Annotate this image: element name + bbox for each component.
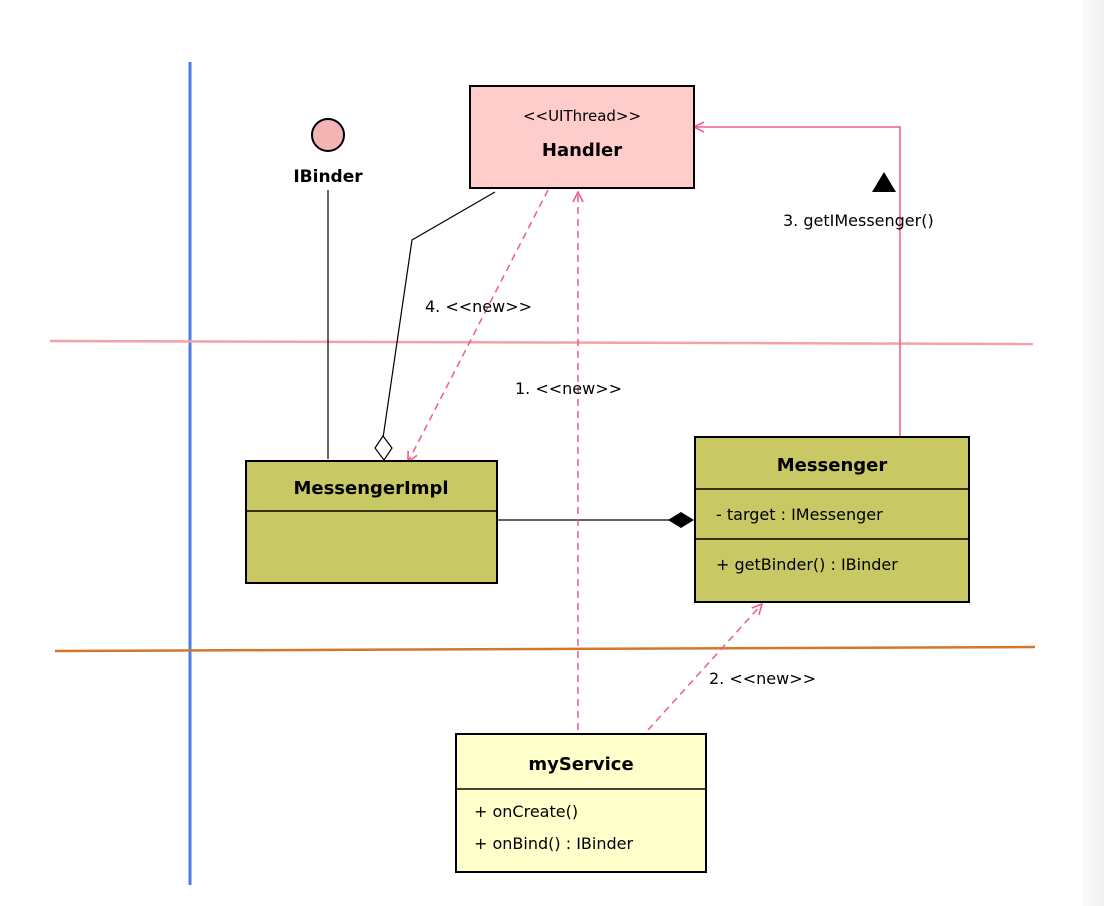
- composition-diamond: [668, 512, 694, 528]
- messenger-attribute: - target : IMessenger: [716, 505, 883, 524]
- messenger-operation: + getBinder() : IBinder: [716, 555, 898, 574]
- scroll-edge-shade: [1082, 0, 1104, 906]
- handler-stereotype: <<UIThread>>: [523, 107, 641, 125]
- dependency-arrow-4: [408, 189, 549, 462]
- dependency-arrow-2: [647, 604, 762, 731]
- message-label-3: 3. getIMessenger(): [783, 211, 934, 230]
- my-service-operation-onbind: + onBind() : IBinder: [474, 834, 633, 853]
- ibinder-interface-label: IBinder: [293, 167, 363, 187]
- message-label-4: 4. <<new>>: [425, 297, 532, 316]
- ibinder-interface-circle[interactable]: [311, 118, 345, 152]
- message-direction-triangle: [872, 172, 896, 192]
- lane-divider-pink: [49, 339, 1034, 346]
- handler-class-name: Handler: [542, 140, 622, 161]
- my-service-class-name: myService: [528, 754, 633, 775]
- my-service-class[interactable]: myService + onCreate() + onBind() : IBin…: [455, 733, 707, 873]
- messenger-impl-class[interactable]: MessengerImpl: [245, 460, 498, 584]
- my-service-operation-oncreate: + onCreate(): [474, 802, 578, 821]
- messenger-class-name: Messenger: [777, 455, 888, 476]
- aggregation-diamond: [374, 434, 393, 462]
- lane-divider-orange: [54, 645, 1036, 653]
- handler-aggregation-line: [382, 191, 496, 439]
- message-label-2: 2. <<new>>: [709, 669, 816, 688]
- dependency-arrow-3: [694, 127, 901, 436]
- messenger-class[interactable]: Messenger - target : IMessenger + getBin…: [694, 436, 970, 603]
- message-label-1: 1. <<new>>: [515, 379, 622, 398]
- handler-class[interactable]: <<UIThread>> Handler: [469, 85, 695, 189]
- messenger-impl-class-name: MessengerImpl: [293, 478, 448, 499]
